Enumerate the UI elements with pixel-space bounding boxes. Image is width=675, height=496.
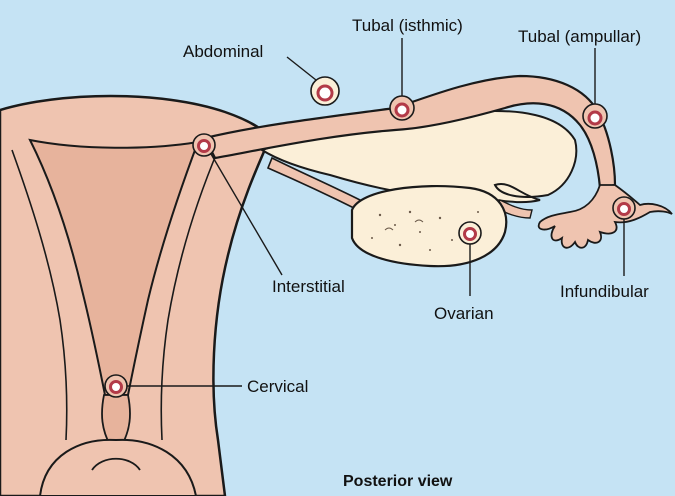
pregnancy-site-cervical <box>105 375 127 397</box>
label-ovarian: Ovarian <box>434 305 494 322</box>
label-infundibular: Infundibular <box>560 283 649 300</box>
pregnancy-site-isthmic <box>390 96 414 120</box>
pregnancy-site-interstitial <box>193 134 215 156</box>
pregnancy-site-abdominal <box>311 77 339 105</box>
pregnancy-site-infundibular <box>613 197 635 219</box>
label-tubal-ampullar: Tubal (ampullar) <box>518 28 641 45</box>
cervical-canal <box>102 395 130 445</box>
label-tubal-isthmic: Tubal (isthmic) <box>352 17 463 34</box>
ovary <box>352 186 506 266</box>
label-interstitial: Interstitial <box>272 278 345 295</box>
fimbriae <box>539 185 672 248</box>
caption-posterior-view: Posterior view <box>343 474 452 490</box>
label-cervical: Cervical <box>247 378 308 395</box>
pregnancy-site-ovarian <box>459 222 481 244</box>
pregnancy-site-ampullar <box>583 104 607 128</box>
leader-abdominal <box>287 57 316 80</box>
label-abdominal: Abdominal <box>183 43 263 60</box>
